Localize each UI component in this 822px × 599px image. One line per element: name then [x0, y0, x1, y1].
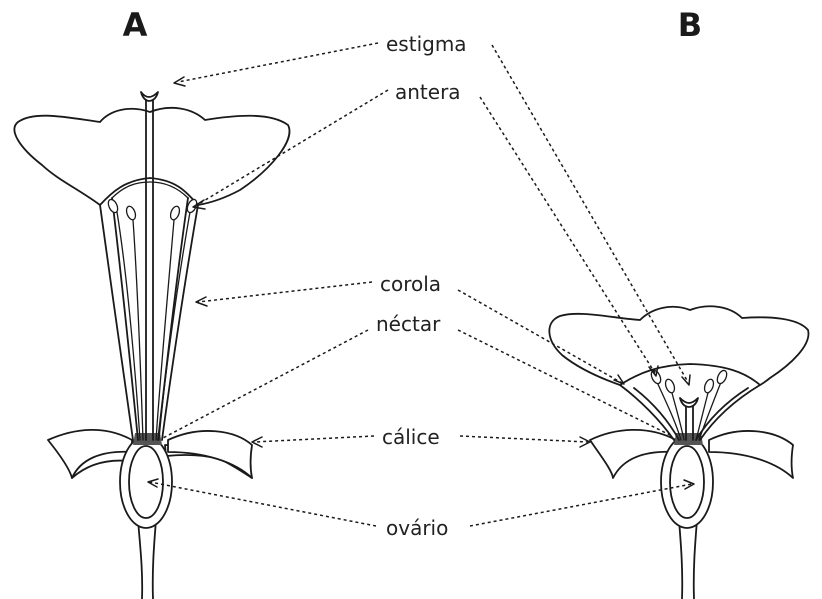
- label-calice: cálice: [382, 425, 440, 449]
- flower-a-ovary: [120, 436, 172, 528]
- flower-a: [14, 92, 289, 599]
- flower-b: [549, 306, 808, 599]
- label-ovario: ovário: [386, 516, 448, 540]
- flower-b-stem: [679, 520, 697, 599]
- label-nectar: néctar: [376, 312, 441, 336]
- leader-calice-a: [254, 436, 374, 442]
- flower-a-stem: [138, 520, 156, 599]
- panel-label-b: B: [678, 6, 702, 44]
- label-antera: antera: [395, 80, 461, 104]
- leader-corola-a: [198, 282, 372, 302]
- leader-nectar-a: [163, 330, 368, 438]
- label-corola: corola: [380, 272, 441, 296]
- panel-label-a: A: [123, 6, 148, 44]
- leader-calice-b: [460, 436, 588, 442]
- label-estigma: estigma: [386, 32, 467, 56]
- leader-ovario-a: [150, 482, 376, 526]
- leader-ovario-b: [470, 484, 692, 526]
- flower-a-corolla: [14, 108, 289, 440]
- leader-estigma-a: [178, 43, 378, 82]
